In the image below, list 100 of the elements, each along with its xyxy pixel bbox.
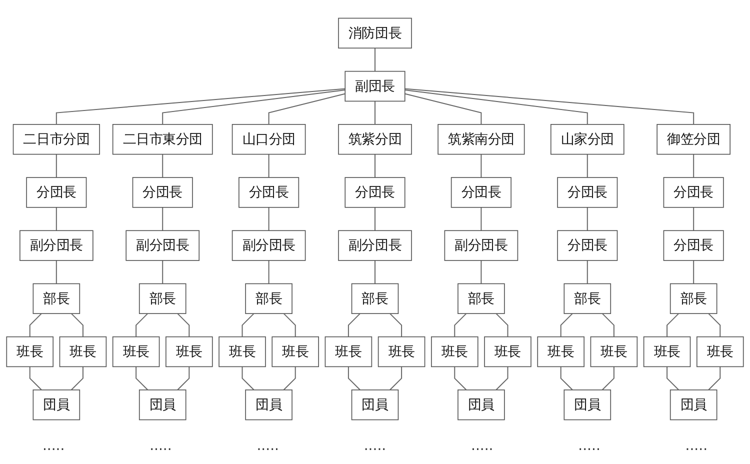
node-box: 班長: [696, 336, 744, 368]
connector: [374, 100, 376, 125]
connector: [560, 313, 573, 338]
connector: [268, 206, 270, 232]
connector: [374, 260, 376, 284]
node-box: 分団長: [238, 177, 300, 208]
node-box: 二日市東分団: [112, 124, 213, 155]
connector: [404, 88, 694, 125]
connector: [389, 366, 402, 390]
connector: [693, 154, 694, 178]
connector: [404, 93, 482, 125]
connector: [454, 313, 467, 338]
node-box: 部長: [138, 283, 186, 314]
node-box: 二日市分団: [12, 124, 100, 155]
connector: [708, 366, 721, 390]
node-box: 副分団長: [444, 230, 518, 261]
connector: [242, 313, 254, 338]
ellipsis-dots: ·····: [578, 442, 600, 458]
node-box: 団員: [670, 389, 718, 420]
node-box: 部長: [564, 283, 612, 314]
node-box: 部長: [351, 283, 399, 314]
connector: [560, 366, 573, 390]
connector: [693, 206, 694, 232]
node-box: 団員: [564, 389, 612, 420]
node-box: 副団長: [344, 70, 406, 102]
connector: [56, 88, 346, 125]
connector: [602, 366, 614, 390]
connector: [480, 206, 482, 232]
connector: [454, 366, 467, 390]
node-box: 班長: [537, 336, 584, 368]
connector: [374, 48, 376, 72]
ellipsis-dots: ·····: [685, 442, 708, 458]
node-box: 部長: [458, 283, 505, 314]
connector: [693, 260, 694, 284]
node-box: 団員: [32, 389, 80, 420]
node-box: 部長: [670, 283, 718, 314]
node-box: 分団長: [132, 177, 193, 208]
connector: [348, 366, 361, 390]
connector: [177, 313, 190, 338]
connector: [268, 154, 270, 178]
node-box: 副分団長: [338, 230, 412, 261]
connector: [374, 206, 376, 232]
node-box: 消防団長: [338, 18, 412, 48]
node-box: 分団長: [663, 177, 724, 208]
connector: [666, 313, 680, 338]
node-box: 団員: [351, 389, 399, 420]
connector: [268, 93, 346, 125]
connector: [56, 154, 57, 178]
node-box: 班長: [431, 336, 478, 368]
ellipsis-dots: ·····: [471, 442, 494, 458]
ellipsis-dots: ·····: [150, 442, 172, 458]
node-box: 筑紫南分団: [438, 124, 525, 155]
connector: [480, 260, 482, 284]
node-box: 班長: [59, 336, 107, 368]
node-box: 御笠分団: [656, 124, 730, 155]
node-box: 団員: [138, 389, 186, 420]
node-box: 副分団長: [20, 230, 94, 261]
node-box: 班長: [6, 336, 54, 368]
node-box: 班長: [218, 336, 266, 368]
connector: [283, 313, 296, 338]
node-box: 班長: [324, 336, 372, 368]
node-box: 班長: [272, 336, 319, 368]
connector: [242, 366, 254, 390]
node-box: 班長: [166, 336, 213, 368]
connector: [586, 260, 588, 284]
node-box: 分団長: [344, 177, 406, 208]
connector: [404, 90, 588, 125]
connector: [586, 206, 588, 232]
connector: [602, 313, 614, 338]
connector: [162, 206, 164, 232]
node-box: 班長: [484, 336, 532, 368]
node-box: 分団長: [450, 177, 512, 208]
node-box: 団員: [245, 389, 292, 420]
connector: [56, 206, 57, 232]
connector: [666, 366, 680, 390]
node-box: 分団長: [557, 177, 618, 208]
connector: [496, 366, 508, 390]
connector: [136, 313, 148, 338]
node-box: 班長: [378, 336, 426, 368]
connector: [29, 313, 42, 338]
connector: [162, 260, 164, 284]
node-box: 部長: [32, 283, 80, 314]
node-box: 団員: [458, 389, 505, 420]
connector: [162, 154, 164, 178]
node-box: 分団長: [663, 230, 724, 261]
node-box: 班長: [643, 336, 691, 368]
connector: [162, 90, 346, 125]
connector: [56, 260, 57, 284]
connector: [70, 313, 84, 338]
connector: [136, 366, 148, 390]
node-box: 筑紫分団: [338, 124, 412, 155]
node-box: 副分団長: [232, 230, 306, 261]
node-box: 班長: [590, 336, 638, 368]
connector: [29, 366, 42, 390]
ellipsis-dots: ·····: [256, 442, 279, 458]
node-box: 副分団長: [126, 230, 200, 261]
ellipsis-dots: ·····: [364, 442, 386, 458]
connector: [586, 154, 588, 178]
connector: [348, 313, 361, 338]
connector: [283, 366, 296, 390]
